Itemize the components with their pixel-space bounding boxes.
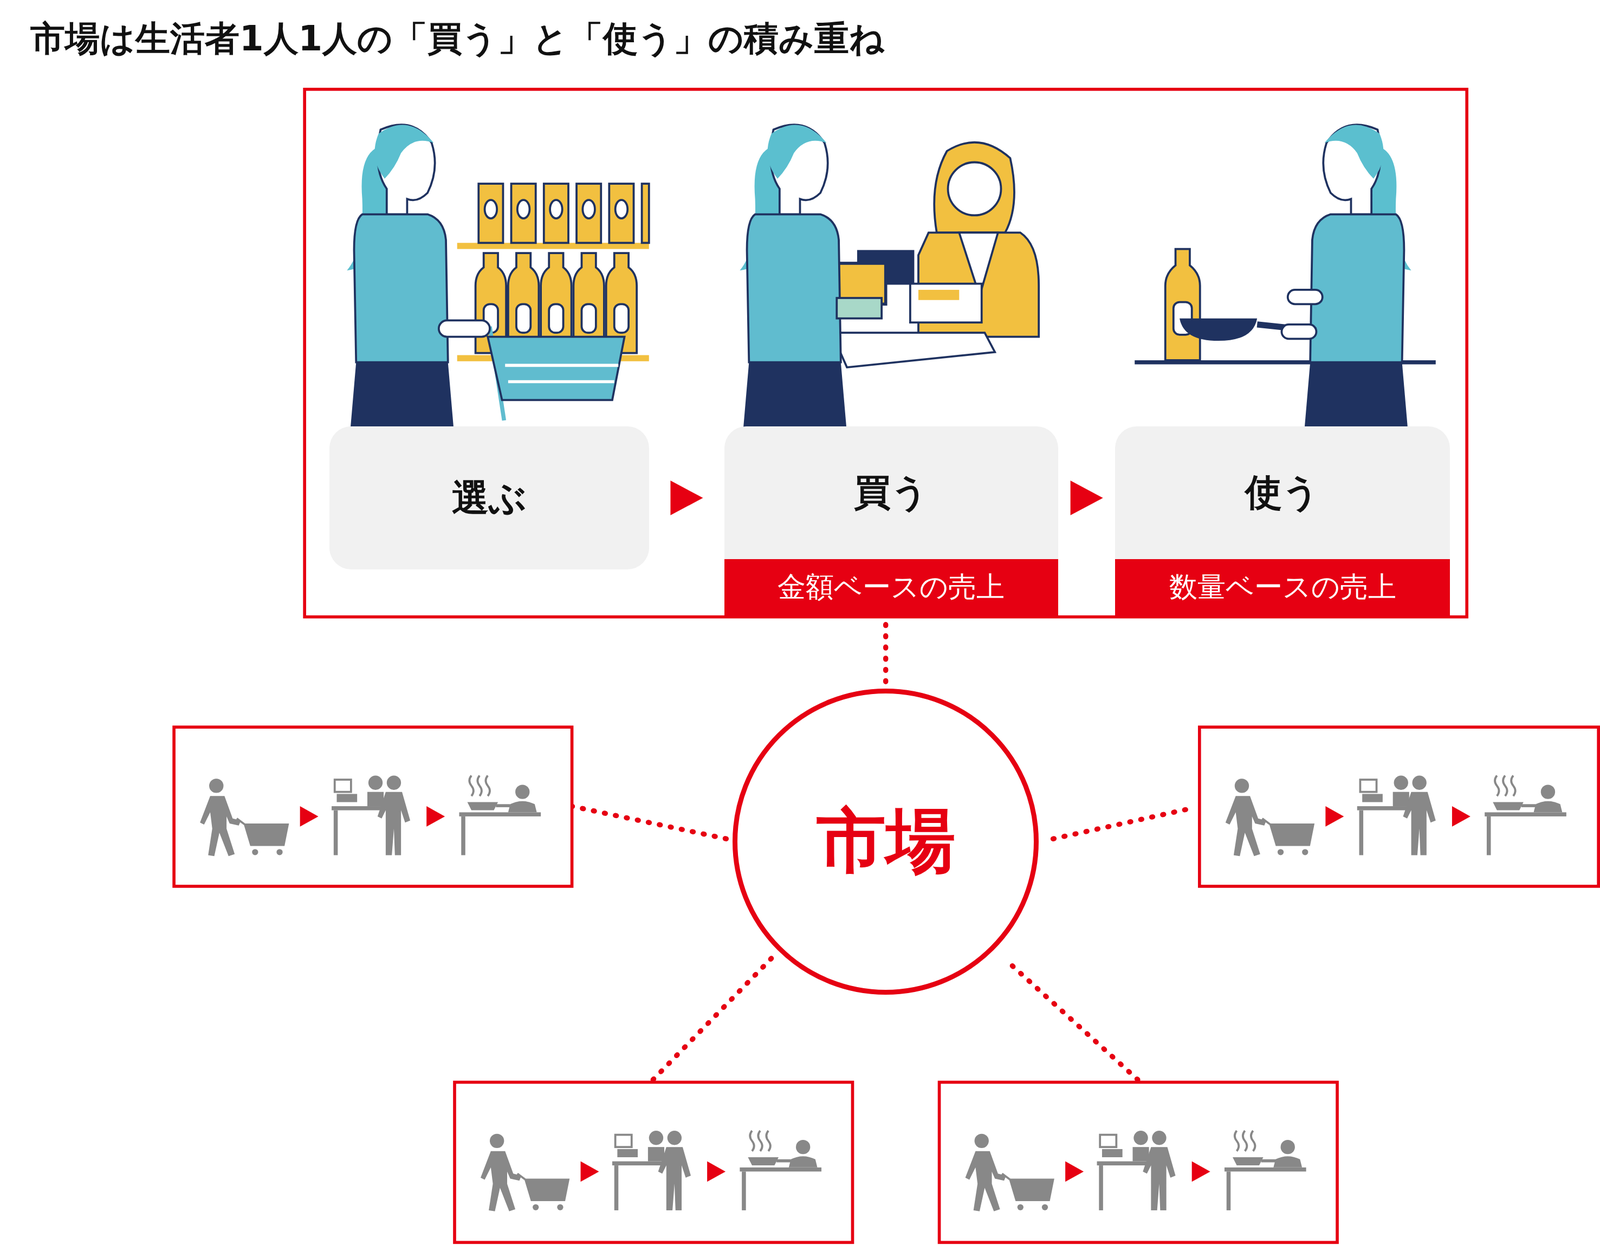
step-panel: 使う [1115,426,1450,560]
cooking-scene [1134,124,1436,434]
step-box: 選ぶ [329,426,649,570]
step-label: 使う [1245,468,1320,518]
step-panel: 買う [724,426,1059,560]
dotted-link [571,624,1193,1080]
market-circle: 市場 [732,688,1039,995]
sales-band: 数量ベースの売上 [1115,559,1450,616]
step-label: 買う [853,468,929,518]
market-label: 市場 [816,794,956,889]
flow-arrow [670,480,703,516]
step-box: 使う数量ベースの売上 [1115,426,1450,615]
step-label: 選ぶ [451,473,527,523]
step-panel: 選ぶ [329,426,649,570]
flow-arrow [1070,480,1104,516]
shelf-scene [346,124,649,434]
arrow-head [1070,480,1104,516]
diagram-title: 市場は生活者1人1人の「買う」と「使う」の積み重ね [30,15,885,63]
sales-band: 金額ベースの売上 [724,559,1059,616]
checkout-scene [739,124,1039,434]
arrow-head [670,480,703,516]
step-box: 買う金額ベースの売上 [724,426,1059,615]
